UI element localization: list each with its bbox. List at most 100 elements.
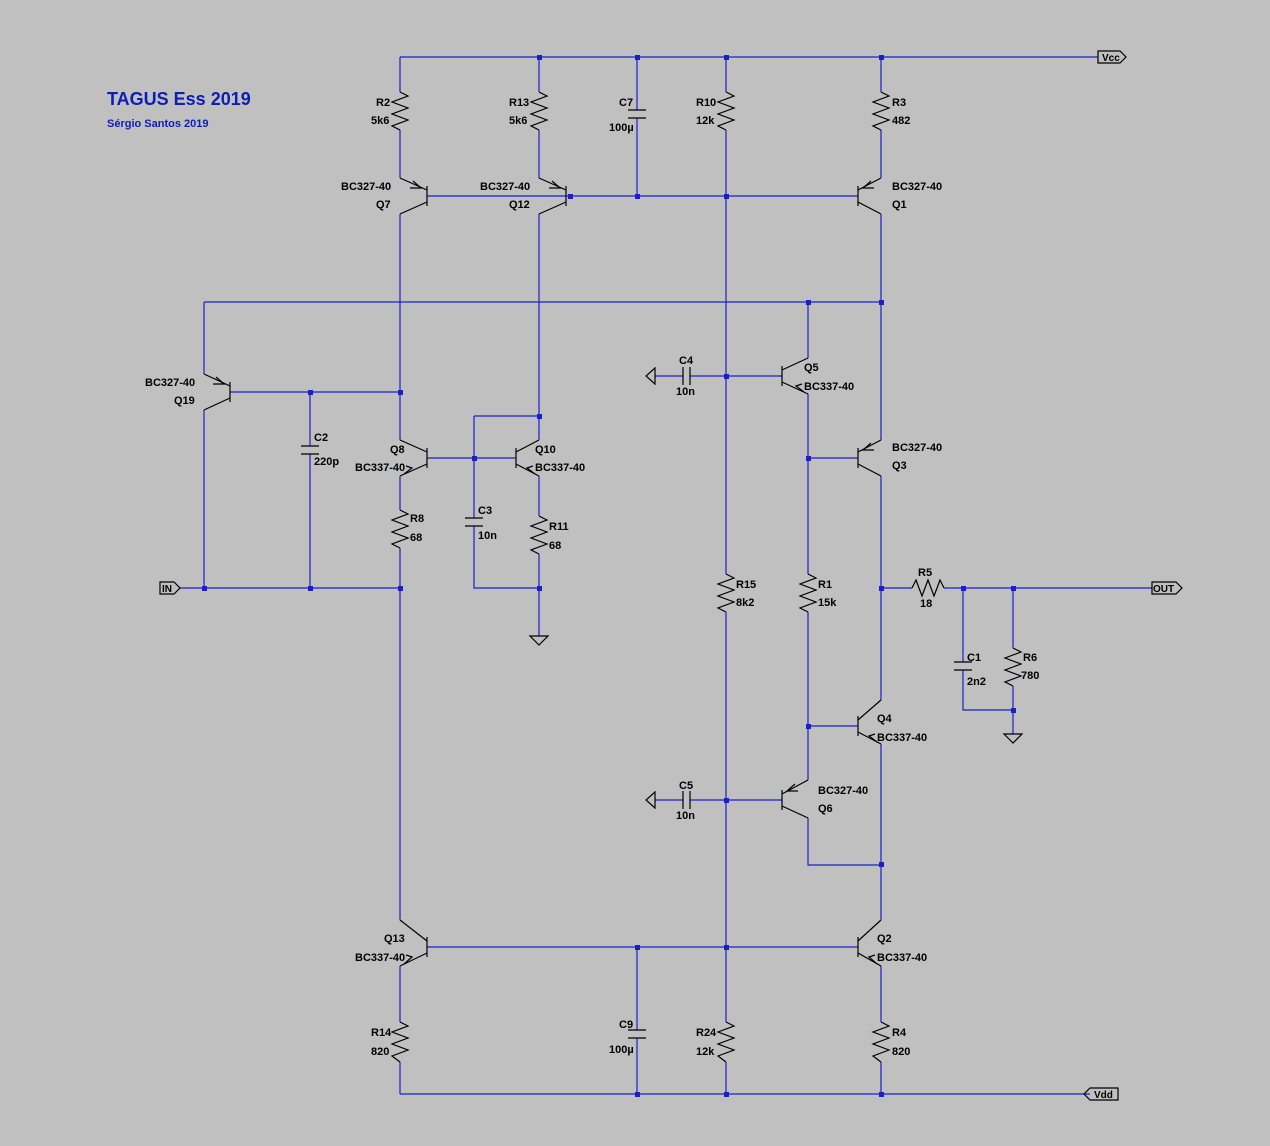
svg-text:BC337-40: BC337-40 xyxy=(877,732,927,744)
svg-text:IN: IN xyxy=(162,584,172,595)
svg-text:BC327-40: BC327-40 xyxy=(341,181,391,193)
svg-text:C1: C1 xyxy=(967,652,981,664)
svg-text:Q3: Q3 xyxy=(892,460,907,472)
transistor-Q13: Q13 BC337-40 xyxy=(355,919,428,967)
svg-text:BC327-40: BC327-40 xyxy=(480,181,530,193)
svg-text:BC337-40: BC337-40 xyxy=(355,462,405,474)
svg-text:10n: 10n xyxy=(478,530,497,542)
resistor-R4: R4 820 xyxy=(871,1021,910,1063)
transistor-Q10: Q10 BC337-40 xyxy=(515,439,585,477)
schematic-subtitle: Sérgio Santos 2019 xyxy=(107,118,209,130)
resistor-R11: R11 68 xyxy=(529,515,569,555)
svg-text:BC337-40: BC337-40 xyxy=(535,462,585,474)
svg-text:BC337-40: BC337-40 xyxy=(877,952,927,964)
svg-text:R8: R8 xyxy=(410,513,424,525)
transistor-Q8: Q8 BC337-40 xyxy=(355,439,428,477)
svg-text:BC327-40: BC327-40 xyxy=(892,181,942,193)
resistor-R6: R6 780 xyxy=(1003,647,1039,687)
port-vdd: Vdd xyxy=(1083,1087,1119,1101)
svg-text:R4: R4 xyxy=(892,1027,907,1039)
svg-text:Q13: Q13 xyxy=(384,933,405,945)
svg-text:R13: R13 xyxy=(509,97,529,109)
capacitor-C3: C3 10n xyxy=(465,505,497,542)
svg-text:C5: C5 xyxy=(679,780,693,792)
transistor-Q4: Q4 BC337-40 xyxy=(857,699,927,745)
transistor-Q1: BC327-40 Q1 xyxy=(857,177,942,215)
wires xyxy=(180,56,1152,1095)
svg-text:R5: R5 xyxy=(918,567,932,579)
svg-text:BC327-40: BC327-40 xyxy=(892,442,942,454)
port-out: OUT xyxy=(1151,581,1183,595)
svg-text:BC337-40: BC337-40 xyxy=(804,381,854,393)
capacitor-C9: C9 100µ xyxy=(609,1019,646,1056)
svg-text:780: 780 xyxy=(1021,670,1039,682)
svg-text:2n2: 2n2 xyxy=(967,676,986,688)
resistor-R15: R15 8k2 xyxy=(716,573,756,613)
svg-text:R1: R1 xyxy=(818,579,832,591)
svg-text:68: 68 xyxy=(410,532,422,544)
transistor-Q7: BC327-40 Q7 xyxy=(341,177,428,215)
resistor-R14: R14 820 xyxy=(371,1021,410,1063)
ground-symbol xyxy=(645,790,656,810)
ground-symbol xyxy=(528,635,550,646)
svg-text:Vdd: Vdd xyxy=(1094,1090,1113,1101)
ground-symbol xyxy=(1002,733,1024,744)
capacitor-C7: C7 100µ xyxy=(609,97,646,134)
svg-text:18: 18 xyxy=(920,598,932,610)
transistor-Q5: Q5 BC337-40 xyxy=(781,357,854,395)
svg-text:220p: 220p xyxy=(314,456,339,468)
svg-text:BC327-40: BC327-40 xyxy=(818,785,868,797)
svg-text:Q6: Q6 xyxy=(818,803,833,815)
svg-text:C9: C9 xyxy=(619,1019,633,1031)
svg-text:10n: 10n xyxy=(676,386,695,398)
junction-dots xyxy=(202,55,1016,1097)
resistor-R3: R3 482 xyxy=(871,91,910,131)
capacitor-C2: C2 220p xyxy=(301,432,339,468)
resistor-R8: R8 68 xyxy=(390,509,424,549)
svg-text:Q1: Q1 xyxy=(892,199,907,211)
port-in: IN xyxy=(159,581,181,595)
svg-text:12k: 12k xyxy=(696,115,715,127)
resistor-R24: R24 12k xyxy=(696,1021,736,1063)
capacitor-C1: C1 2n2 xyxy=(954,652,986,688)
svg-text:Q5: Q5 xyxy=(804,362,819,374)
capacitor-C5: C5 10n xyxy=(676,780,695,822)
resistor-R13: R13 5k6 xyxy=(509,91,549,131)
svg-text:820: 820 xyxy=(892,1046,910,1058)
svg-text:Q19: Q19 xyxy=(174,395,195,407)
svg-text:Q10: Q10 xyxy=(535,444,556,456)
svg-text:R14: R14 xyxy=(371,1027,392,1039)
schematic-title: TAGUS Ess 2019 xyxy=(107,89,251,109)
transistor-Q19: BC327-40 Q19 xyxy=(145,373,231,411)
svg-text:Q12: Q12 xyxy=(509,199,530,211)
svg-text:8k2: 8k2 xyxy=(736,597,754,609)
svg-text:15k: 15k xyxy=(818,597,837,609)
svg-text:100µ: 100µ xyxy=(609,1044,634,1056)
svg-text:482: 482 xyxy=(892,115,910,127)
transistor-Q3: BC327-40 Q3 xyxy=(857,439,942,477)
capacitor-C4: C4 10n xyxy=(676,355,695,398)
svg-text:Q2: Q2 xyxy=(877,933,892,945)
svg-text:Q7: Q7 xyxy=(376,199,391,211)
svg-text:C3: C3 xyxy=(478,505,492,517)
resistor-R2: R2 5k6 xyxy=(371,91,410,131)
resistor-R1: R1 15k xyxy=(798,573,837,613)
svg-text:12k: 12k xyxy=(696,1046,715,1058)
svg-text:100µ: 100µ xyxy=(609,122,634,134)
svg-text:68: 68 xyxy=(549,540,561,552)
transistor-Q2: Q2 BC337-40 xyxy=(857,919,927,967)
svg-text:Q4: Q4 xyxy=(877,713,893,725)
svg-text:C4: C4 xyxy=(679,355,694,367)
svg-text:R15: R15 xyxy=(736,579,756,591)
svg-text:BC327-40: BC327-40 xyxy=(145,377,195,389)
svg-text:C7: C7 xyxy=(619,97,633,109)
transistor-Q12: BC327-40 Q12 xyxy=(480,177,571,215)
svg-text:5k6: 5k6 xyxy=(371,115,389,127)
resistor-R5: R5 18 xyxy=(911,567,945,610)
svg-text:R6: R6 xyxy=(1023,652,1037,664)
svg-text:820: 820 xyxy=(371,1046,389,1058)
svg-text:10n: 10n xyxy=(676,810,695,822)
ground-symbol xyxy=(645,366,656,386)
port-vcc: Vcc xyxy=(1097,50,1127,64)
